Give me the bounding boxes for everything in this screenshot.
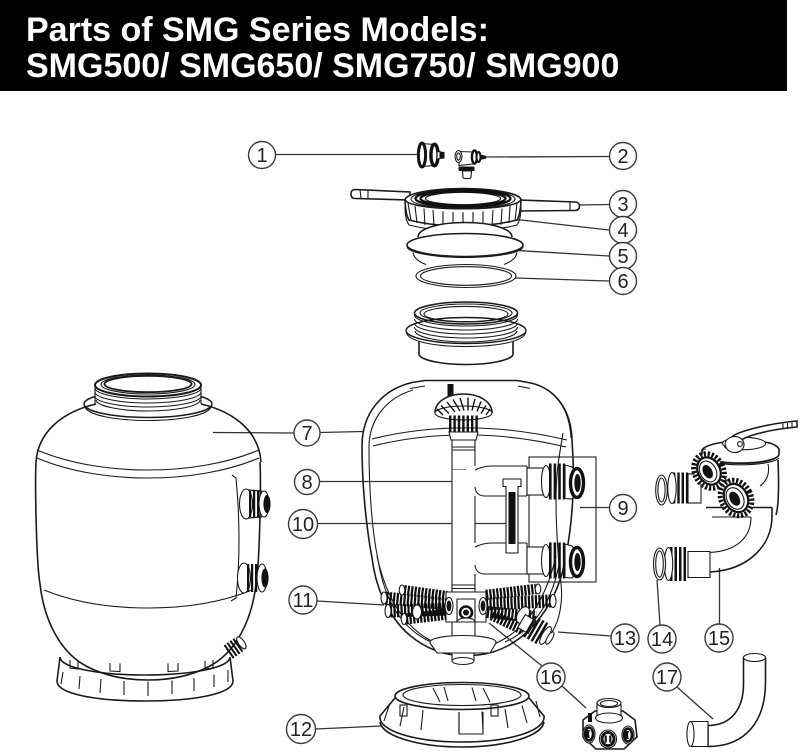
- svg-text:SMG500/ SMG650/ SMG750/ SMG900: SMG500/ SMG650/ SMG750/ SMG900: [26, 47, 619, 85]
- svg-text:12: 12: [290, 719, 312, 741]
- svg-text:Parts of SMG Series Models:: Parts of SMG Series Models:: [26, 11, 489, 49]
- svg-text:3: 3: [617, 194, 628, 216]
- svg-text:10: 10: [292, 514, 314, 536]
- svg-text:8: 8: [301, 472, 312, 494]
- svg-text:4: 4: [617, 220, 628, 242]
- svg-text:11: 11: [293, 590, 314, 612]
- svg-text:1: 1: [256, 145, 267, 167]
- svg-text:5: 5: [617, 246, 628, 268]
- svg-text:7: 7: [301, 423, 312, 445]
- svg-text:14: 14: [651, 629, 673, 651]
- svg-text:6: 6: [617, 271, 628, 293]
- svg-text:13: 13: [614, 628, 636, 650]
- svg-text:2: 2: [617, 146, 628, 168]
- svg-text:15: 15: [708, 628, 730, 650]
- svg-text:16: 16: [540, 667, 562, 689]
- svg-text:17: 17: [656, 667, 678, 689]
- svg-text:9: 9: [617, 498, 628, 520]
